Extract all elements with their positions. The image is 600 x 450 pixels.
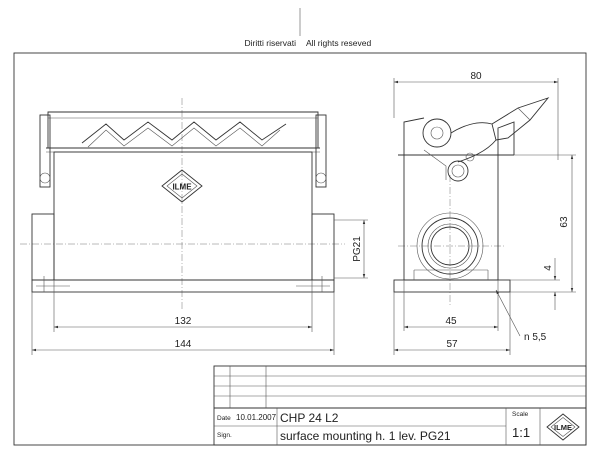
side-cable-entry [416,212,484,280]
dim-63-label: 63 [559,216,570,228]
side-cover-back [497,121,515,155]
side-body [403,155,499,281]
right-hinge [315,114,327,188]
dim-132-label: 132 [175,316,192,327]
dim-80-label: 80 [470,71,482,82]
svg-text:ILME: ILME [554,423,572,432]
date-label: Date [217,415,231,422]
scale-label: Scale [512,411,529,418]
left-hinge-pin [39,172,51,184]
cover-rib-upper [81,121,287,144]
side-base-flange [393,279,511,293]
ilme-logo: ILME [546,413,580,441]
left-mounting-foot [31,213,55,281]
product-description: surface mounting h. 1 lev. PG21 [280,429,451,443]
dim-4-label: 4 [543,265,554,271]
date-value: 10.01.2007 [236,413,277,422]
cover-rib-lower [87,127,281,148]
side-cover-front [403,117,425,155]
rights-english: All rights reseved [306,38,371,48]
scale-value: 1:1 [512,425,530,440]
dim-144-label: 144 [175,339,192,350]
svg-text:ILME: ILME [172,183,192,192]
title-block: Date 10.01.2007 Sign. CHP 24 L2 surface … [213,365,587,446]
locking-lever [422,97,550,182]
front-view: ILME PG21 132 144 [20,98,368,355]
product-code: CHP 24 L2 [280,411,339,425]
side-view: 80 63 4 45 57 n 5,5 [393,71,576,355]
base-flange [31,279,335,293]
right-hinge-pin [315,172,327,184]
dim-57-label: 57 [446,339,458,350]
title-block-frame [213,365,587,446]
left-hinge [39,114,51,188]
hole-leader-line [495,289,521,337]
dim-45-label: 45 [445,316,457,327]
right-mounting-foot [311,213,335,281]
thread-label: PG21 [352,236,363,262]
rights-italian: Diritti riservati [245,38,297,48]
sign-label: Sign. [217,432,232,439]
brand-logo-emboss: ILME [161,169,203,203]
hole-label: n 5,5 [524,332,547,343]
